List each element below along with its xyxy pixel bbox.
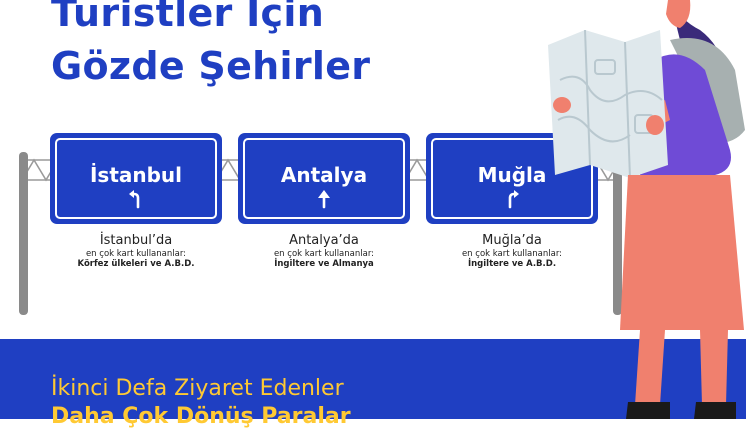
gantry-post-left (19, 152, 28, 315)
turn-left-arrow-icon (129, 190, 140, 209)
caption-value: İngiltere ve Almanya (274, 259, 374, 269)
turn-right-arrow-icon (508, 190, 519, 209)
bottom-band (0, 339, 746, 419)
page-title-line1: Turistler İçin (51, 0, 325, 35)
caption-subtitle: en çok kart kullananlar: (273, 249, 375, 259)
gantry-post-right (613, 152, 622, 315)
page-title-line2: Gözde Şehirler (51, 44, 371, 88)
up-arrow-icon (318, 190, 330, 209)
caption-subtitle: en çok kart kullananlar: (461, 249, 563, 259)
band-heading-line1: İkinci Defa Ziyaret Edenler (51, 376, 344, 401)
sign-label: İstanbul (89, 163, 183, 187)
caption-value: İngiltere ve A.B.D. (467, 259, 557, 269)
caption-subtitle: en çok kart kullananlar: (85, 249, 187, 259)
caption-istanbul: İstanbul’da en çok kart kullananlar: Kör… (41, 233, 231, 270)
road-sign-antalya: Antalya (238, 133, 410, 224)
caption-value: Körfez ülkeleri ve A.B.D. (77, 259, 195, 269)
sign-label: Muğla (477, 163, 547, 187)
caption-mugla: Muğla’da en çok kart kullananlar: İngilt… (417, 233, 607, 270)
caption-antalya: Antalya’da en çok kart kullananlar: İngi… (229, 233, 419, 270)
tourist-with-map-illustration (548, 0, 745, 419)
caption-city: Antalya’da (289, 233, 359, 248)
caption-city: İstanbul’da (99, 233, 173, 248)
caption-city: Muğla’da (482, 233, 542, 248)
road-sign-istanbul: İstanbul (50, 133, 222, 224)
sign-label: Antalya (280, 163, 368, 187)
band-heading-line2: Daha Çok Dönüş Paralar (51, 404, 351, 429)
